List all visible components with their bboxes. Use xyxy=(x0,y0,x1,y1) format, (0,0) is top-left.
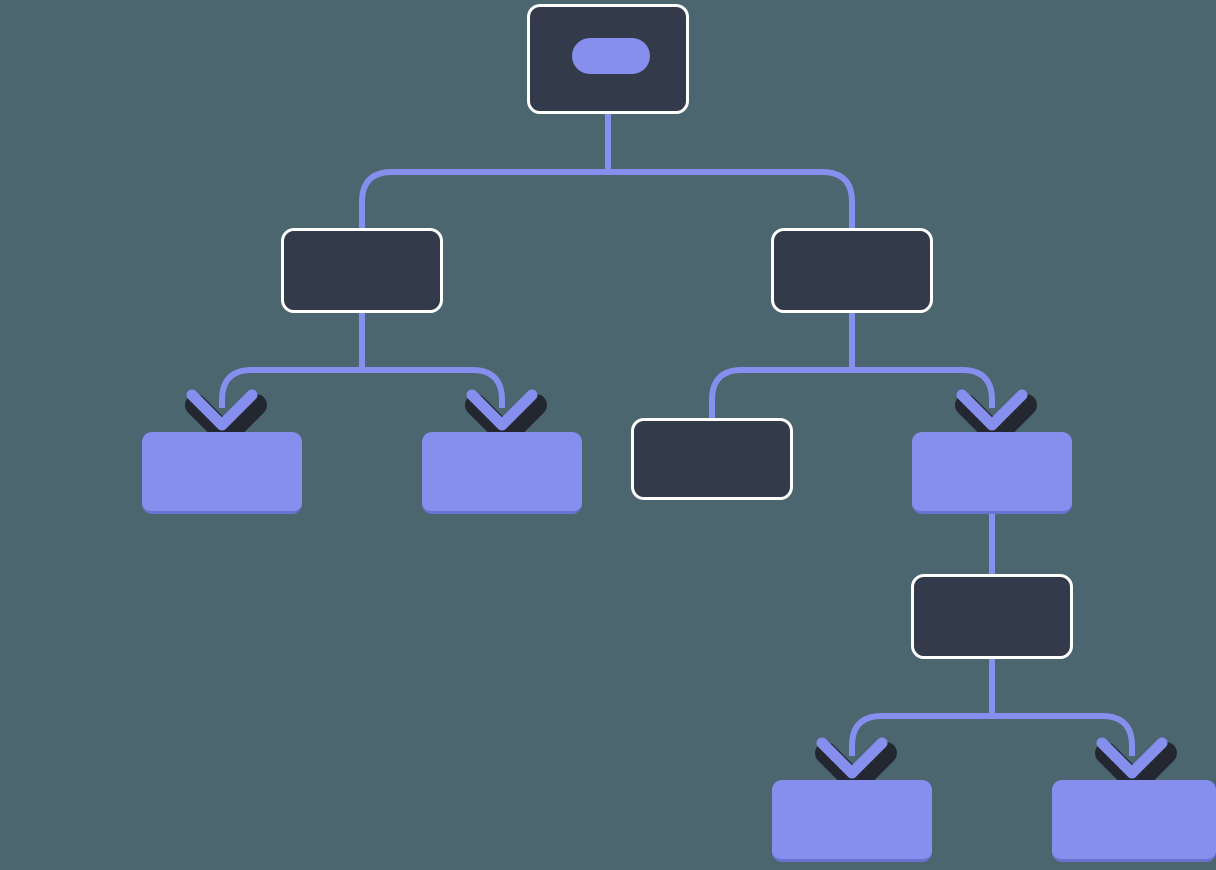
node-level3-a[interactable] xyxy=(142,432,302,514)
edge-root-to-l2-right xyxy=(608,169,855,313)
node-level5-b[interactable] xyxy=(1052,780,1216,862)
node-level3-d[interactable] xyxy=(912,432,1072,514)
edge-l2-right-to-l3d xyxy=(852,367,995,408)
node-level3-b[interactable] xyxy=(422,432,582,514)
edge-root-to-l2-left xyxy=(359,169,608,313)
edge-l2-left-to-l3b xyxy=(362,367,505,408)
node-level2-right[interactable] xyxy=(771,228,933,313)
node-root[interactable] xyxy=(527,4,689,114)
node-level2-left[interactable] xyxy=(281,228,443,313)
edge-l2-right-to-l3c xyxy=(709,367,852,418)
edge-l4-to-l5b xyxy=(992,713,1135,756)
node-level3-c[interactable] xyxy=(631,418,793,500)
root-pill-icon xyxy=(572,38,650,74)
edge-l4-to-l5a xyxy=(849,713,992,756)
node-level4[interactable] xyxy=(911,574,1073,659)
edge-l2-left-to-l3a xyxy=(219,367,362,408)
node-level5-a[interactable] xyxy=(772,780,932,862)
